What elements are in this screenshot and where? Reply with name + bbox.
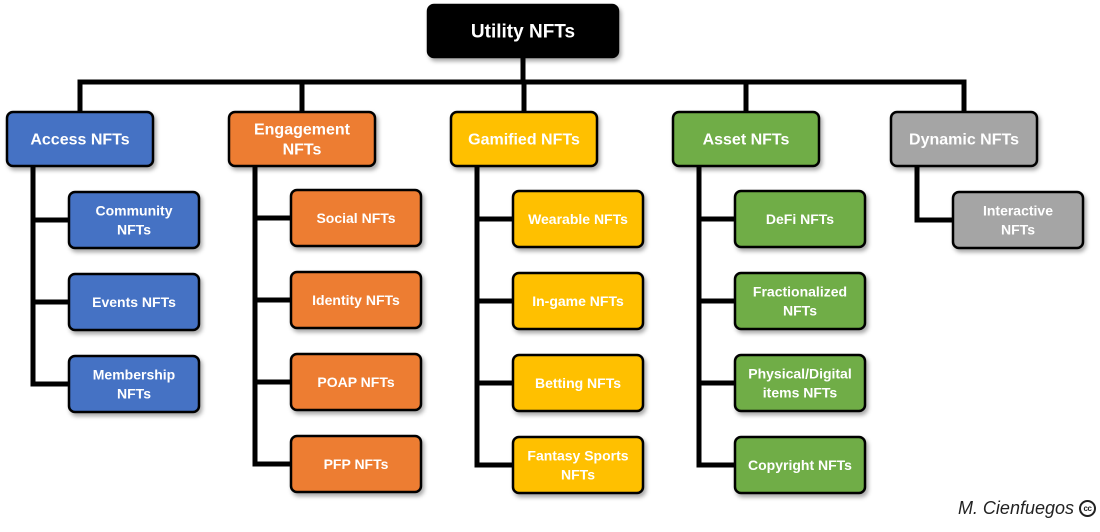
root-utility-nfts-label-line: Utility NFTs [471, 22, 575, 43]
leaf-pfp-nfts-box [289, 434, 423, 494]
root-utility-nfts-box [426, 3, 620, 59]
leaf-community-nfts-label-line: Community [96, 202, 173, 218]
author-name: M. Cienfuegos [957, 497, 1074, 518]
leaf-physical-digital-items-nfts-box [733, 353, 867, 413]
leaf-interactive-nfts-label-line: Interactive [983, 202, 1053, 218]
category-gamified-nfts-box [449, 110, 599, 168]
category-dynamic-nfts-label-line: Dynamic NFTs [909, 132, 1019, 149]
leaf-social-nfts: Social NFTs [289, 188, 423, 248]
category-engagement-nfts-box [227, 110, 377, 168]
category-engagement-nfts-label-line: NFTs [283, 142, 322, 159]
category-gamified-nfts: Gamified NFTs [449, 110, 599, 168]
leaf-interactive-nfts-box [951, 190, 1085, 250]
root-utility-nfts: Utility NFTs [426, 3, 620, 59]
leaf-defi-nfts-label-line: DeFi NFTs [766, 211, 834, 227]
leaf-copyright-nfts: Copyright NFTs [733, 435, 867, 495]
leaf-betting-nfts-label-line: Betting NFTs [535, 375, 621, 391]
leaf-community-nfts-box [67, 190, 201, 250]
leaf-physical-digital-items-nfts-label-line: Physical/Digital [748, 365, 851, 381]
leaf-wearable-nfts-box [511, 189, 645, 249]
category-asset-nfts-box [671, 110, 821, 168]
leaf-copyright-nfts-box [733, 435, 867, 495]
leaf-social-nfts-label-line: Social NFTs [316, 210, 395, 226]
leaf-defi-nfts: DeFi NFTs [733, 189, 867, 249]
category-gamified-nfts-label-line: Gamified NFTs [468, 132, 580, 149]
category-dynamic-nfts: Dynamic NFTs [889, 110, 1039, 168]
leaf-in-game-nfts-label-line: In-game NFTs [532, 293, 624, 309]
leaf-interactive-nfts-label-line: NFTs [1001, 221, 1035, 237]
author-credit: M. Cienfuegos cc [920, 496, 1096, 520]
leaf-fractionalized-nfts-label-line: NFTs [783, 302, 817, 318]
leaf-betting-nfts-box [511, 353, 645, 413]
leaf-fantasy-sports-nfts-label-line: NFTs [561, 466, 595, 482]
leaf-identity-nfts-label-line: Identity NFTs [312, 292, 400, 308]
category-dynamic-nfts-box [889, 110, 1039, 168]
leaf-in-game-nfts: In-game NFTs [511, 271, 645, 331]
leaf-wearable-nfts-label-line: Wearable NFTs [528, 211, 628, 227]
leaf-identity-nfts: Identity NFTs [289, 270, 423, 330]
category-asset-nfts-label-line: Asset NFTs [703, 132, 790, 149]
category-engagement-nfts-label-line: Engagement [254, 122, 351, 139]
leaf-fractionalized-nfts-box [733, 271, 867, 331]
leaf-membership-nfts-box [67, 354, 201, 414]
leaf-fantasy-sports-nfts-box [511, 435, 645, 495]
leaf-physical-digital-items-nfts: Physical/Digital items NFTs [733, 353, 867, 413]
leaf-membership-nfts-label-line: Membership [93, 366, 175, 382]
creative-commons-icon: cc [1079, 499, 1096, 517]
leaf-identity-nfts-box [289, 270, 423, 330]
connector-lines [30, 54, 967, 468]
leaf-pfp-nfts: PFP NFTs [289, 434, 423, 494]
leaf-in-game-nfts-box [511, 271, 645, 331]
leaf-social-nfts-box [289, 188, 423, 248]
category-access-nfts: Access NFTs [5, 110, 155, 168]
leaf-defi-nfts-box [733, 189, 867, 249]
leaf-poap-nfts: POAP NFTs [289, 352, 423, 412]
leaf-events-nfts-label-line: Events NFTs [92, 294, 176, 310]
leaf-community-nfts-label-line: NFTs [117, 221, 151, 237]
leaf-wearable-nfts: Wearable NFTs [511, 189, 645, 249]
category-access-nfts-label-line: Access NFTs [30, 132, 129, 149]
leaf-copyright-nfts-label-line: Copyright NFTs [748, 457, 852, 473]
leaf-events-nfts: Events NFTs [67, 272, 201, 332]
category-access-nfts-box [5, 110, 155, 168]
leaf-fractionalized-nfts-label-line: Fractionalized [753, 283, 847, 299]
leaf-poap-nfts-box [289, 352, 423, 412]
leaf-betting-nfts: Betting NFTs [511, 353, 645, 413]
leaf-physical-digital-items-nfts-label-line: items NFTs [763, 384, 838, 400]
leaf-poap-nfts-label-line: POAP NFTs [317, 374, 394, 390]
leaf-membership-nfts-label-line: NFTs [117, 385, 151, 401]
leaf-pfp-nfts-label-line: PFP NFTs [324, 456, 389, 472]
category-asset-nfts: Asset NFTs [671, 110, 821, 168]
leaf-events-nfts-box [67, 272, 201, 332]
leaf-fantasy-sports-nfts-label-line: Fantasy Sports [527, 447, 628, 463]
